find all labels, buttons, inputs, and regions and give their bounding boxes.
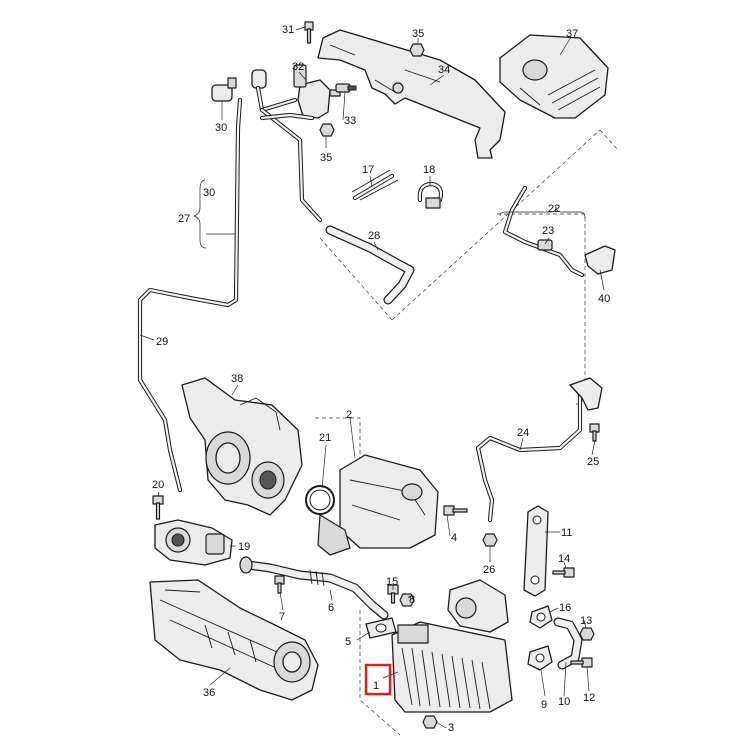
line-22-inner	[503, 186, 584, 277]
callout-29: 29	[156, 336, 168, 348]
callout-5: 5	[345, 636, 351, 648]
egr-cooler-1	[391, 579, 513, 713]
gasket-21	[305, 485, 335, 515]
bolt-14	[552, 567, 575, 578]
line-24-inner	[476, 393, 582, 522]
bracket-34-slot	[329, 44, 441, 93]
callout-27: 27	[178, 213, 190, 225]
line-24	[475, 392, 583, 523]
callout-37: 37	[566, 28, 578, 40]
callout-15: 15	[386, 576, 398, 588]
turbocharger-38	[181, 377, 303, 516]
callout-38: 38	[231, 373, 243, 385]
intake-manifold-36	[149, 579, 319, 701]
callout-26: 26	[483, 564, 495, 576]
bracket-40	[584, 245, 616, 275]
callout-1: 1	[373, 680, 379, 692]
engine-cover-37-cap	[522, 59, 548, 81]
callout-8: 8	[409, 594, 415, 606]
callout-35-top: 35	[412, 28, 424, 40]
fitting-33	[335, 83, 357, 93]
valve-32	[293, 64, 341, 119]
callout-22: 22	[548, 203, 560, 215]
callout-23: 23	[542, 225, 554, 237]
callout-10: 10	[558, 696, 570, 708]
callout-30-brace: 30	[203, 187, 215, 199]
callout-18: 18	[423, 164, 435, 176]
clips-17	[351, 169, 399, 201]
callout-32: 32	[292, 61, 304, 73]
callout-31: 31	[282, 24, 294, 36]
hose-stub-30	[251, 69, 298, 113]
assembly-outline-upper	[319, 129, 619, 321]
callout-6: 6	[328, 602, 334, 614]
assembly-outline-lower	[315, 417, 401, 736]
bracket-24-top	[569, 377, 603, 411]
callout-16: 16	[559, 602, 571, 614]
callout-7: 7	[279, 611, 285, 623]
engine-cover-37-ribs	[519, 69, 601, 111]
nut-3	[422, 715, 438, 729]
vacuum-line-27-inner	[138, 98, 242, 492]
bolt-20	[152, 495, 164, 520]
bracket-34-hole	[392, 82, 404, 94]
nut-8	[399, 593, 415, 607]
bracket-34	[317, 29, 506, 159]
nut-13	[579, 627, 595, 641]
leader-lines	[139, 26, 605, 729]
bolt-25	[589, 423, 600, 442]
callout-4: 4	[451, 532, 457, 544]
bracket-11	[523, 505, 549, 597]
housing-2	[317, 454, 439, 556]
clamp-18	[417, 181, 444, 209]
callout-40: 40	[598, 293, 610, 305]
callout-28: 28	[368, 230, 380, 242]
bolt-4	[443, 505, 468, 516]
hose-28-inner	[326, 226, 414, 304]
callout-30-top: 30	[215, 122, 227, 134]
callout-25: 25	[587, 456, 599, 468]
bolt-31	[304, 21, 314, 44]
callout-14: 14	[558, 553, 570, 565]
callout-2: 2	[346, 409, 352, 421]
callout-11: 11	[561, 527, 572, 539]
callout-35-bottom: 35	[320, 152, 332, 164]
callout-17: 17	[362, 164, 374, 176]
callout-3: 3	[448, 722, 454, 734]
bolt-7	[274, 575, 285, 594]
gasket-5	[365, 617, 397, 639]
gasket-9	[527, 645, 553, 671]
vacuum-line-top-inner	[260, 113, 314, 120]
nut-35-bottom	[319, 123, 335, 137]
vacuum-line-branch	[259, 107, 323, 223]
nut-35-top	[409, 43, 425, 57]
callout-9: 9	[541, 699, 547, 711]
vacuum-line-branch-inner	[260, 108, 322, 222]
pipe-10	[553, 617, 583, 670]
connector-23	[537, 239, 553, 251]
throttle-body-19	[154, 519, 233, 566]
callout-20: 20	[152, 479, 164, 491]
gasket-16	[529, 605, 553, 629]
highlight-box-part-1	[364, 663, 392, 696]
callout-34: 34	[438, 64, 450, 76]
callout-33: 33	[344, 115, 356, 127]
callout-12: 12	[583, 692, 595, 704]
callout-36: 36	[203, 687, 215, 699]
engine-cover-37	[499, 34, 609, 119]
brace-22	[499, 206, 586, 219]
callout-19: 19	[238, 541, 250, 553]
callout-21: 21	[319, 432, 331, 444]
callout-13: 13	[580, 615, 592, 627]
egr-pipe-6	[239, 556, 389, 620]
callout-24: 24	[517, 427, 529, 439]
brace-27	[192, 179, 207, 249]
nut-26	[482, 533, 498, 547]
assembly-outline-right	[497, 213, 586, 406]
connector-30	[211, 77, 237, 102]
